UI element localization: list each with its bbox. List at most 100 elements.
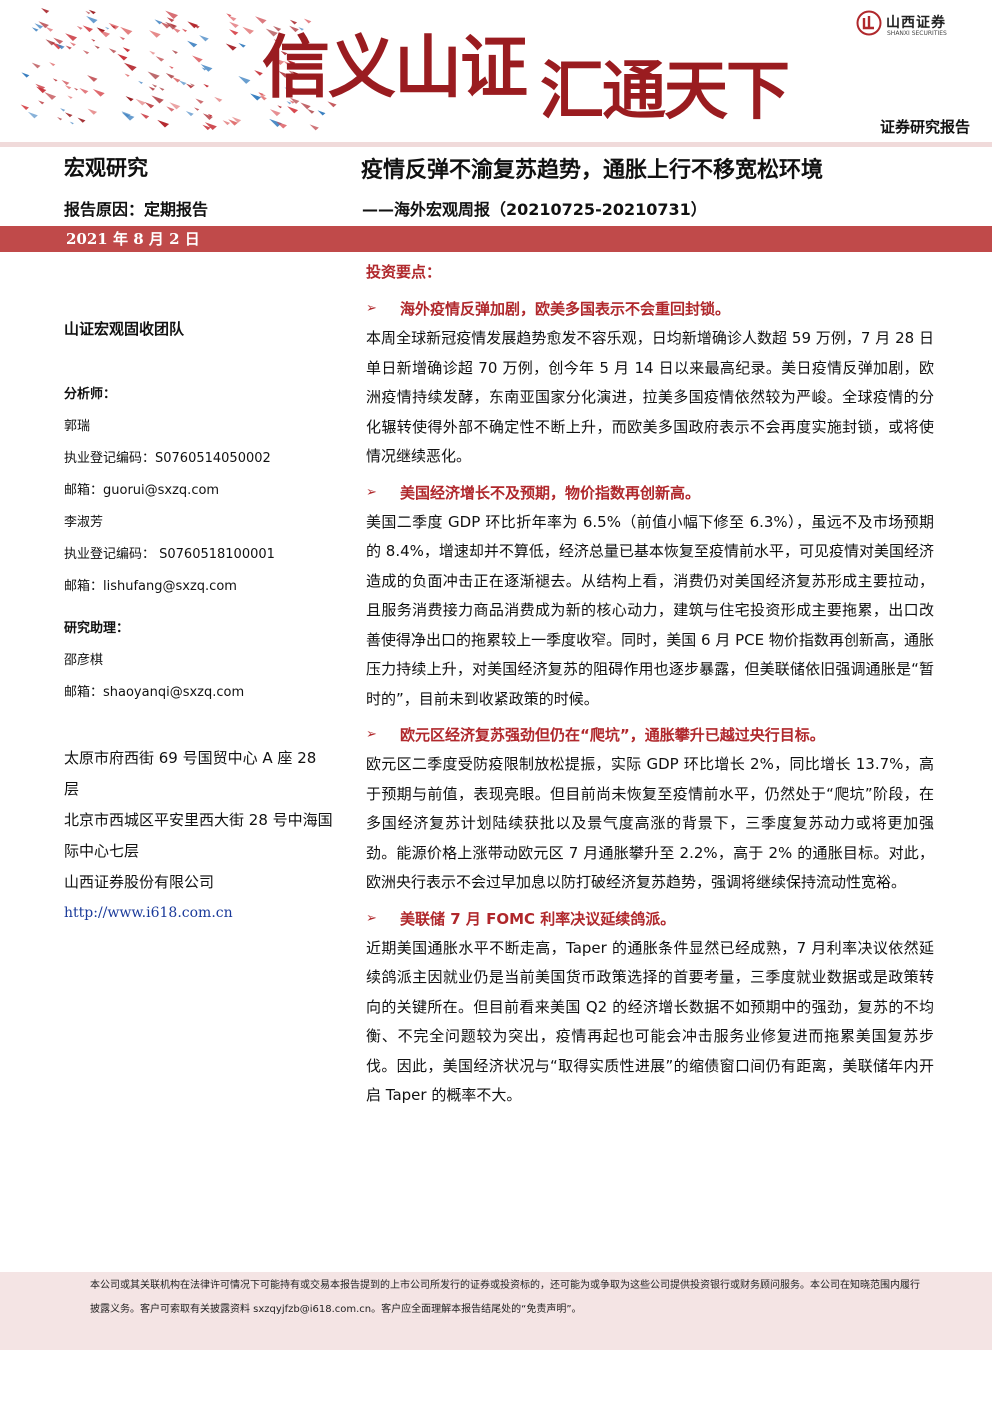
bird-shape <box>165 73 175 79</box>
bird-shape <box>166 17 175 23</box>
slogan-line-2: 汇通天下 <box>540 54 790 129</box>
bird-shape <box>60 108 66 112</box>
point-heading: ➢美国经济增长不及预期，物价指数再创新高。 <box>366 478 934 508</box>
bird-shape <box>165 10 179 19</box>
bird-shape <box>189 83 195 87</box>
logo-name-en: SHANXI SECURITIES <box>887 30 947 37</box>
point-body: 近期美国通胀水平不断走高，Taper 的通胀条件显然已经成熟，7 月利率决议依然… <box>366 938 934 1105</box>
contact-address: 太原市府西街 69 号国贸中心 A 座 28 层 北京市西城区平安里西大街 28… <box>64 743 334 929</box>
bird-shape <box>104 26 110 30</box>
bird-shape <box>166 106 175 112</box>
key-points-label: 投资要点： <box>366 263 442 281</box>
bird-shape <box>168 65 174 69</box>
bird-shape <box>31 27 39 32</box>
bird-shape <box>269 118 282 128</box>
bird-shape <box>207 113 213 117</box>
bird-shape <box>64 112 73 118</box>
point-body: 本周全球新冠疫情发展趋势愈发不容乐观，日均新增确诊人数超 59 万例，7 月 2… <box>366 329 934 465</box>
bird-shape <box>108 48 117 54</box>
bird-flock-graphic <box>20 7 337 131</box>
logo-mark-icon <box>856 10 882 36</box>
report-category: 宏观研究 <box>64 156 148 180</box>
team-name: 山证宏观固收团队 <box>64 320 185 338</box>
bird-shape <box>69 121 74 125</box>
bird-shape <box>288 86 295 91</box>
bird-shape <box>38 21 49 29</box>
header-banner: 信义山证 汇通天下 山西证券 SHANXI SECURITIES 证券研究报告 <box>0 0 992 150</box>
bird-shape <box>250 93 262 101</box>
arrow-bullet-icon: ➢ <box>366 301 377 316</box>
bird-shape <box>222 120 231 126</box>
bird-shape <box>284 87 294 94</box>
bird-shape <box>158 87 165 91</box>
arrow-bullet-icon: ➢ <box>366 727 377 742</box>
assistant-email[interactable]: 邮箱：shaoyanqi@sxzq.com <box>64 685 245 700</box>
bird-shape <box>117 53 128 61</box>
company-logo: 山西证券 SHANXI SECURITIES <box>856 10 976 40</box>
bird-shape <box>65 33 78 42</box>
bird-shape <box>151 84 158 88</box>
bird-shape <box>91 38 96 42</box>
report-title: 疫情反弹不渝复苏趋势，通胀上行不移宽松环境 <box>361 158 824 183</box>
bird-shape <box>231 116 242 123</box>
analyst-name: 郭瑞 <box>64 419 91 434</box>
bird-shape <box>172 27 181 33</box>
bird-shape <box>148 86 156 91</box>
bird-shape <box>21 72 30 78</box>
bird-shape <box>307 108 315 114</box>
bird-shape <box>149 50 156 55</box>
bird-shape <box>202 124 211 131</box>
analyst-registration: 执业登记编码：S0760514050002 <box>64 451 271 466</box>
bird-shape <box>36 86 47 94</box>
bird-shape <box>155 56 165 62</box>
bird-shape <box>200 64 213 72</box>
bird-shape <box>52 78 58 82</box>
bird-shape <box>238 76 251 84</box>
bird-shape <box>273 39 281 44</box>
website-link[interactable]: http://www.i618.com.cn <box>64 905 233 921</box>
company-name: 山西证券股份有限公司 <box>64 873 215 891</box>
bird-shape <box>82 25 94 33</box>
bird-shape <box>151 95 164 104</box>
arrow-bullet-icon: ➢ <box>366 910 377 926</box>
disclaimer-text: 本公司或其关联机构在法律许可情况下可能持有或交易本报告提到的上市公司所发行的证券… <box>90 1280 920 1315</box>
report-date: 2021 年 8 月 2 日 <box>66 230 200 248</box>
disclaimer-footer: 本公司或其关联机构在法律许可情况下可能持有或交易本报告提到的上市公司所发行的证券… <box>0 1272 992 1350</box>
bird-shape <box>87 108 98 115</box>
analyst-email[interactable]: 邮箱：guorui@sxzq.com <box>64 483 220 498</box>
address-taiyuan: 太原市府西街 69 号国贸中心 A 座 28 层 <box>64 749 317 798</box>
bird-shape <box>124 73 130 77</box>
report-reason: 报告原因：定期报告 <box>64 200 209 219</box>
analysts-label: 分析师： <box>64 387 117 402</box>
bird-shape <box>76 25 83 30</box>
bird-shape <box>135 98 146 106</box>
bird-shape <box>157 119 170 128</box>
bird-shape <box>45 39 56 46</box>
bird-shape <box>317 110 326 116</box>
bird-shape <box>94 45 100 49</box>
point-heading: ➢海外疫情反弹加剧，欧美多国表示不会重回封锁。 <box>366 294 934 324</box>
analyst-email[interactable]: 邮箱：lishufang@sxzq.com <box>64 579 237 594</box>
bird-shape <box>53 37 64 45</box>
bird-shape <box>273 26 282 32</box>
bird-shape <box>225 43 237 51</box>
bird-shape <box>276 121 288 129</box>
bird-shape <box>38 100 45 105</box>
bird-shape <box>169 102 181 110</box>
point-body: 美国二季度 GDP 环比折年率为 6.5%（前值小幅下修至 6.3%），虽远不及… <box>366 512 934 708</box>
bird-shape <box>181 28 188 33</box>
bird-shape <box>64 85 72 90</box>
bird-shape <box>160 21 171 29</box>
assistant-name: 邵彦棋 <box>64 653 104 668</box>
bird-shape <box>49 62 56 67</box>
bird-shape <box>51 41 63 50</box>
assistant-label: 研究助理： <box>64 621 130 636</box>
bird-shape <box>20 104 29 110</box>
bird-shape <box>202 113 213 120</box>
bird-shape <box>226 13 232 17</box>
bird-shape <box>172 77 181 83</box>
bird-shape <box>35 83 46 91</box>
bird-shape <box>34 23 44 29</box>
bird-shape <box>140 113 150 119</box>
bird-shape <box>41 7 50 14</box>
